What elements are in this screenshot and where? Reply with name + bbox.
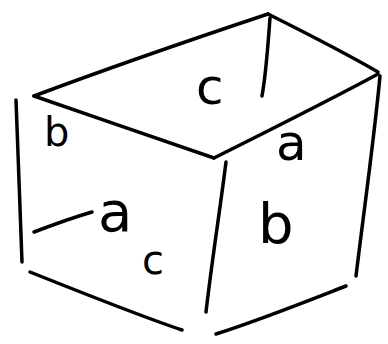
face-letter: b (258, 196, 294, 252)
hidden-vertical-edge (262, 18, 270, 96)
right-bottom-edge (216, 286, 346, 334)
face-letter: b (44, 112, 69, 152)
top-front-edge (34, 96, 214, 158)
face-letter: a (276, 118, 307, 168)
top-back-edge (34, 14, 268, 96)
face-letter: a (98, 184, 132, 240)
right-back-edge (356, 76, 380, 276)
face-letter: c (142, 240, 164, 280)
face-letter: c (196, 62, 224, 112)
top-right-edge (268, 14, 378, 72)
front-right-edge (206, 162, 226, 312)
hidden-bottom-edge (34, 212, 92, 232)
front-bottom-edge (30, 272, 182, 330)
left-edge (16, 100, 22, 262)
